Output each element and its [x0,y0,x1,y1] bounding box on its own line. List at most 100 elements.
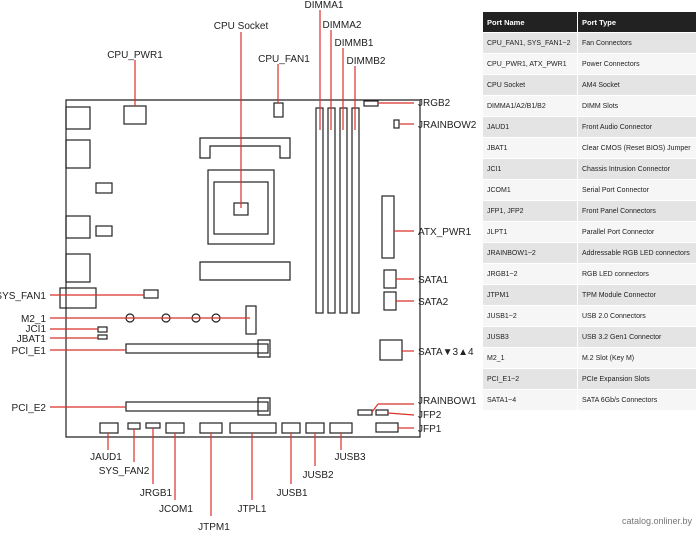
label-sata34: SATA▼3▲4 [418,347,474,358]
port-type-cell: Serial Port Connector [577,179,697,201]
label-pci-e1: PCI_E1 [12,346,47,357]
atx-pwr1-connector [381,195,395,259]
port-name-cell: JLPT1 [482,221,578,243]
label-m2-1: M2_1 [21,314,46,325]
label-dimmb2: DIMMB2 [347,56,386,67]
watermark: catalog.onliner.by [621,516,692,526]
io-port [95,182,113,194]
dimm-slot [315,107,324,314]
cpu-pwr1-connector [123,105,147,125]
jci1-connector [97,326,108,333]
pci-e1-slot [125,343,269,354]
sata1-connector [383,269,397,289]
port-name-cell: JRGB1~2 [482,263,578,285]
label-cpu-pwr1: CPU_PWR1 [107,50,163,61]
label-jci1: JCI1 [25,324,46,335]
label-jrainbow1: JRAINBOW1 [418,396,476,407]
port-type-cell: USB 3.2 Gen1 Connector [577,326,697,348]
port-type-cell: RGB LED connectors [577,263,697,285]
vrm-heatsink-bottom [199,261,291,281]
port-name-cell: JRAINBOW1~2 [482,242,578,264]
label-jrainbow2: JRAINBOW2 [418,120,476,131]
sys-fan1-connector [143,289,159,299]
vrm-heatsink-top [199,137,291,159]
board-outline [65,99,421,438]
label-dimma1: DIMMA1 [305,0,344,11]
jusb2-connector [305,422,325,434]
sata34-connector [379,339,403,361]
port-type-cell: Addressable RGB LED connectors [577,242,697,264]
label-jbat1: JBAT1 [17,334,47,345]
header-port-name: Port Name [482,11,578,33]
cpu-fan1-connector [273,102,284,118]
port-table: Port Name Port Type CPU_FAN1, SYS_FAN1~2… [482,11,697,411]
sata2-connector [383,291,397,311]
jusb3-connector [329,422,353,434]
jrgb1-connector [145,422,161,429]
io-port [65,106,91,130]
io-port [59,287,97,309]
label-sys-fan2: SYS_FAN2 [99,466,150,477]
port-name-cell: JBAT1 [482,137,578,159]
port-name-cell: JCOM1 [482,179,578,201]
label-pci-e2: PCI_E2 [12,403,47,414]
port-type-cell: Power Connectors [577,53,697,75]
label-sata2: SATA2 [418,297,449,308]
jrainbow1-connector [357,409,373,416]
io-port [65,215,91,239]
dimm-slot [327,107,336,314]
port-type-cell: Chassis Intrusion Connector [577,158,697,180]
label-sata1: SATA1 [418,275,449,286]
label-jrgb2: JRGB2 [418,98,451,109]
label-dimmb1: DIMMB1 [335,38,374,49]
port-name-cell: JCI1 [482,158,578,180]
dimm-slot [351,107,360,314]
io-port [65,253,91,283]
port-name-cell: JUSB1~2 [482,305,578,327]
motherboard-diagram: CPU_PWR1 CPU Socket CPU_FAN1 DIMMA1 DIMM… [0,0,476,533]
port-type-cell: M.2 Slot (Key M) [577,347,697,369]
port-type-cell: SATA 6Gb/s Connectors [577,389,697,411]
port-type-cell: USB 2.0 Connectors [577,305,697,327]
port-type-cell: Clear CMOS (Reset BIOS) Jumper [577,137,697,159]
port-type-cell: Parallel Port Connector [577,221,697,243]
label-jfp1: JFP1 [418,424,442,435]
label-jusb1: JUSB1 [276,488,308,499]
label-jusb2: JUSB2 [302,470,334,481]
port-type-cell: Front Audio Connector [577,116,697,138]
m2-slot [245,305,257,335]
port-type-cell: DIMM Slots [577,95,697,117]
label-jcom1: JCOM1 [159,504,193,515]
label-jusb3: JUSB3 [334,452,366,463]
port-name-cell: DIMMA1/A2/B1/B2 [482,95,578,117]
label-jtpl1: JTPL1 [238,504,267,515]
jrgb2-connector [363,100,379,107]
jfp2-connector [375,409,389,416]
label-jaud1: JAUD1 [90,452,122,463]
label-atx-pwr1: ATX_PWR1 [418,227,472,238]
port-type-cell: PCIe Expansion Slots [577,368,697,390]
jaud1-connector [99,422,119,434]
header-port-type: Port Type [577,11,697,33]
label-sys-fan1: SYS_FAN1 [0,291,46,302]
io-port [95,225,113,237]
label-cpu-socket: CPU Socket [214,21,269,32]
dimm-slot [339,107,348,314]
jtpl1-connector [229,422,277,434]
sys-fan2-connector [127,422,141,430]
